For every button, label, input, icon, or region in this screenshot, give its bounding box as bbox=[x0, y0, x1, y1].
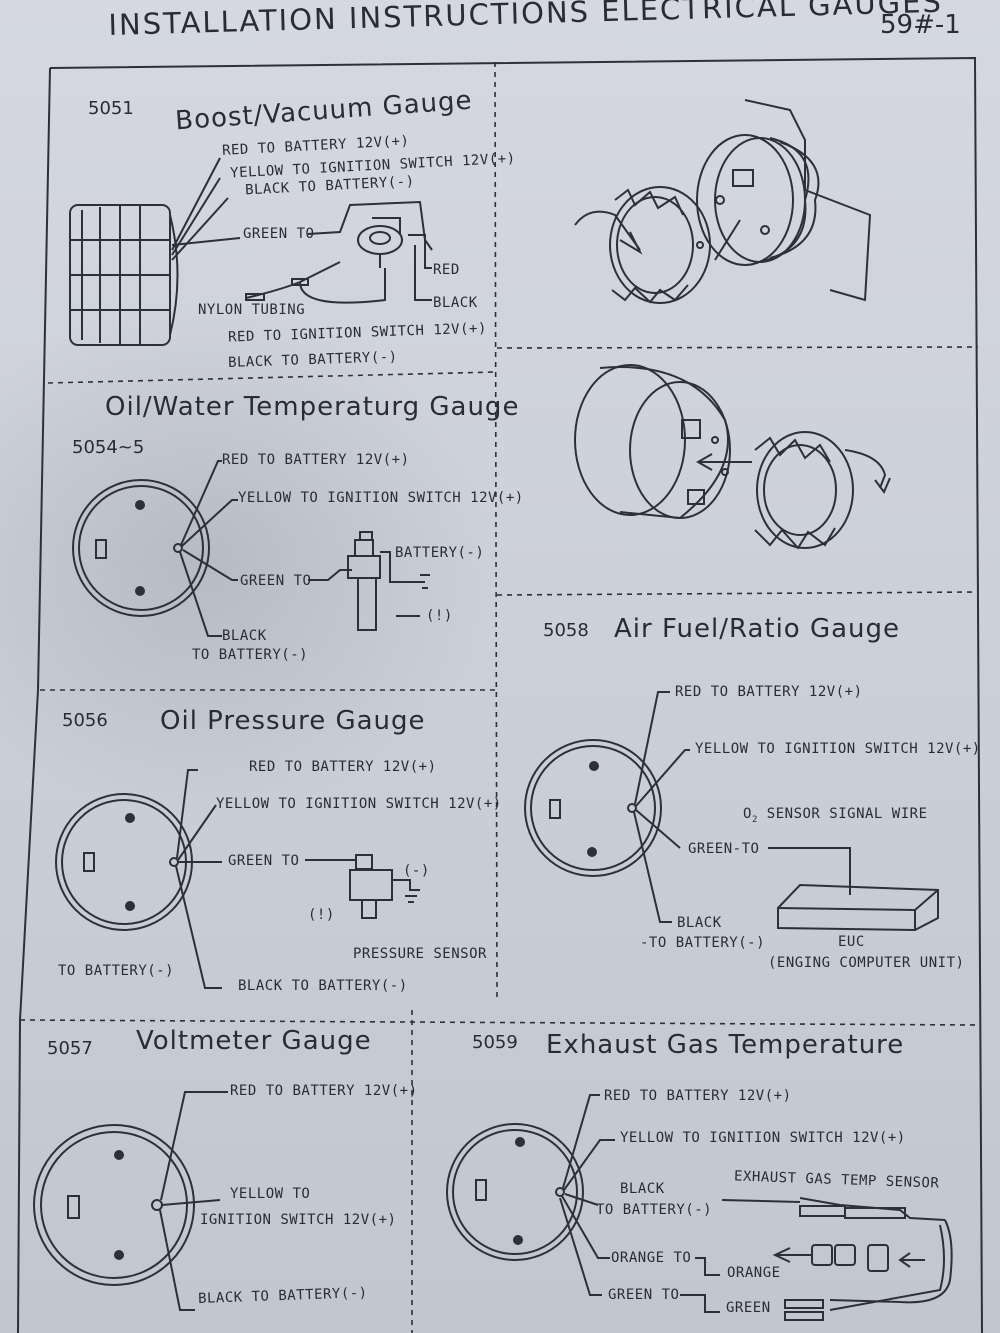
oilwater-gauge-drawing bbox=[72, 460, 430, 637]
boost-gauge-drawing bbox=[69, 157, 433, 346]
oilwater-note: (!) bbox=[426, 608, 453, 624]
page-code: 59#-1 bbox=[880, 10, 961, 40]
section-title-airfuel: Air Fuel/Ratio Gauge bbox=[614, 614, 901, 644]
airfuel-yellow-label: YELLOW TO IGNITION SWITCH 12V(+) bbox=[695, 741, 981, 757]
oilpressure-yellow-label: YELLOW TO IGNITION SWITCH 12V(+) bbox=[216, 796, 502, 812]
airfuel-black-label: BLACK bbox=[677, 915, 722, 931]
airfuel-red-label: RED TO BATTERY 12V(+) bbox=[675, 684, 863, 700]
oilwater-battery-label: BATTERY(-) bbox=[395, 545, 485, 561]
boost-tubing-label: NYLON TUBING bbox=[198, 302, 306, 318]
airfuel-gauge-drawing bbox=[524, 691, 939, 932]
oilpressure-black-label: BLACK TO BATTERY(-) bbox=[238, 978, 408, 994]
egt-yellow-label: YELLOW TO IGNITION SWITCH 12V(+) bbox=[620, 1130, 906, 1146]
egt-green: GREEN bbox=[726, 1300, 771, 1316]
section-title-oilpressure: Oil Pressure Gauge bbox=[160, 706, 426, 736]
volt-ignition-label: IGNITION SWITCH 12V(+) bbox=[200, 1212, 397, 1228]
boost-sensor-red: RED bbox=[433, 262, 460, 278]
oilpressure-to-battery: TO BATTERY(-) bbox=[58, 963, 175, 979]
egt-red-label: RED TO BATTERY 12V(+) bbox=[604, 1088, 792, 1104]
shadow bbox=[0, 300, 500, 820]
egt-to-battery: TO BATTERY(-) bbox=[596, 1202, 713, 1218]
boost-sensor-black: BLACK bbox=[433, 295, 478, 311]
o2-sensor-label: O2 SENSOR SIGNAL WIRE bbox=[743, 806, 928, 825]
section-title-oilwater: Oil/Water Temperaturg Gauge bbox=[105, 392, 520, 422]
oilpressure-note: (!) bbox=[308, 907, 335, 923]
egt-orange-to: ORANGE TO bbox=[611, 1250, 692, 1266]
oilwater-red-label: RED TO BATTERY 12V(+) bbox=[222, 452, 410, 468]
egt-orange: ORANGE bbox=[727, 1265, 781, 1281]
section-title-egt: Exhaust Gas Temperature bbox=[546, 1030, 905, 1060]
gauge-ring-drawing bbox=[574, 364, 891, 550]
section-title-voltmeter: Voltmeter Gauge bbox=[136, 1026, 372, 1056]
model-5056: 5056 bbox=[62, 710, 108, 731]
model-5059: 5059 bbox=[472, 1032, 518, 1053]
oilwater-yellow-label: YELLOW TO IGNITION SWITCH 12V(+) bbox=[238, 490, 524, 506]
model-5051: 5051 bbox=[88, 98, 134, 119]
oilpressure-red-label: RED TO BATTERY 12V(+) bbox=[249, 759, 437, 775]
volt-red-label: RED TO BATTERY 12V(+) bbox=[230, 1083, 418, 1099]
egt-black-label: BLACK bbox=[620, 1181, 665, 1197]
egt-green-to: GREEN TO bbox=[608, 1287, 680, 1303]
oilwater-green-label: GREEN TO bbox=[240, 573, 312, 589]
airfuel-to-battery: -TO BATTERY(-) bbox=[640, 935, 766, 951]
model-5058: 5058 bbox=[543, 620, 589, 641]
oilwater-black-label: BLACK bbox=[222, 628, 267, 644]
pressure-sensor-label: PRESSURE SENSOR bbox=[353, 946, 487, 962]
oilpressure-green-label: GREEN TO bbox=[228, 853, 300, 869]
egt-gauge-drawing bbox=[446, 1094, 953, 1321]
oilwater-to-battery: TO BATTERY(-) bbox=[192, 647, 309, 663]
volt-yellow-label: YELLOW TO bbox=[230, 1186, 311, 1202]
model-5057: 5057 bbox=[47, 1038, 93, 1059]
mounting-bracket-drawing bbox=[574, 99, 872, 304]
oilpressure-gauge-drawing bbox=[55, 769, 420, 989]
airfuel-green-label: GREEN-TO bbox=[688, 841, 760, 857]
voltmeter-gauge-drawing bbox=[33, 1091, 228, 1311]
euc-full-label: (ENGING COMPUTER UNIT) bbox=[768, 955, 965, 971]
model-5054: 5054~5 bbox=[72, 437, 145, 458]
euc-label: EUC bbox=[838, 934, 865, 950]
sheet-border bbox=[17, 56, 983, 1333]
boost-green-label: GREEN TO bbox=[243, 226, 315, 242]
oilpressure-neg: (-) bbox=[403, 863, 430, 879]
section-dividers bbox=[19, 61, 981, 1333]
